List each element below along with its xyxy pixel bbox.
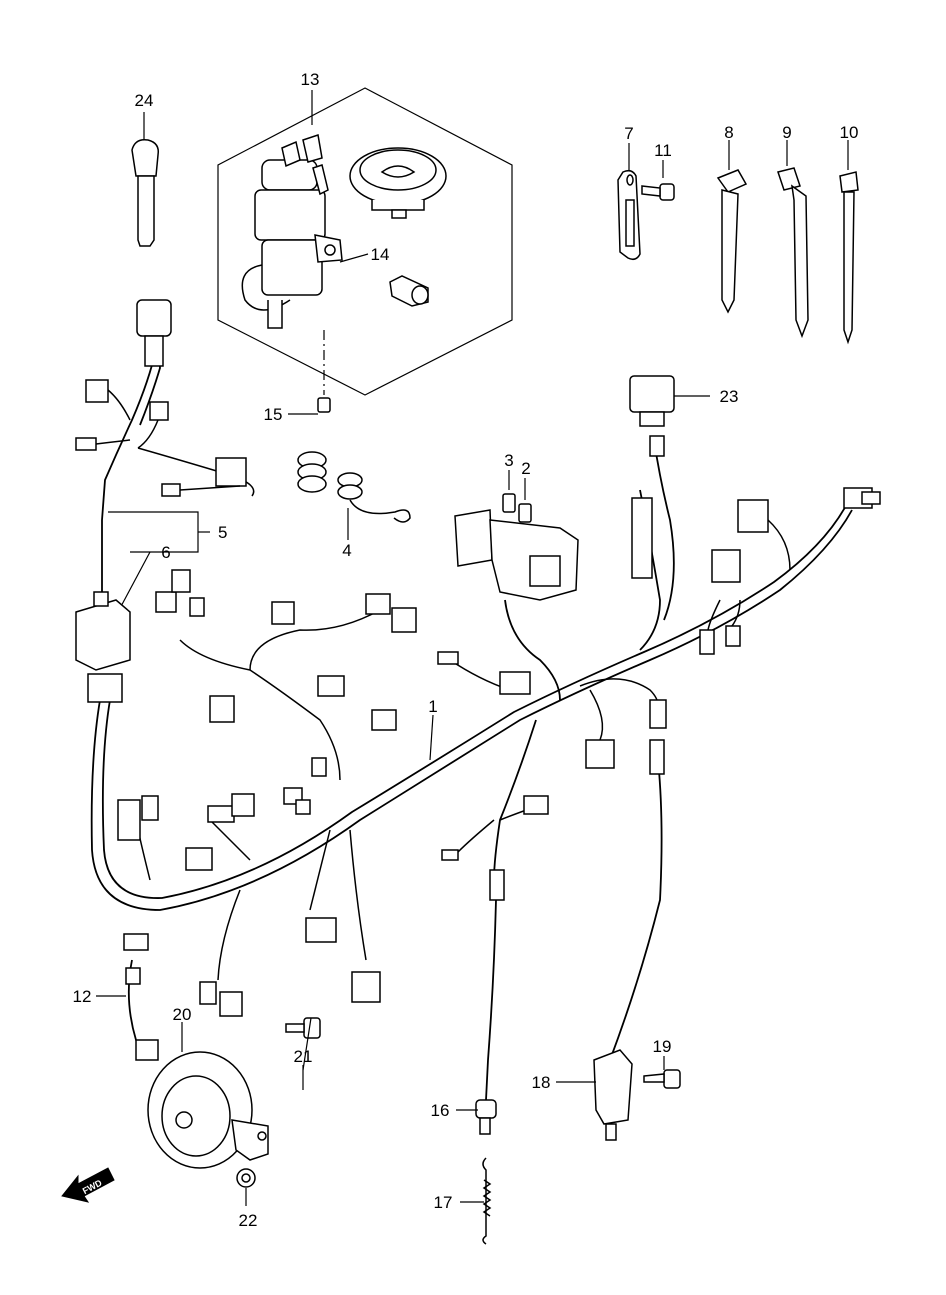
- callout-16: 16: [431, 1101, 450, 1120]
- seat-lock-cylinder: [389, 275, 429, 307]
- callout-3: 3: [504, 451, 513, 470]
- callout-24: 24: [135, 91, 154, 110]
- relay-23: [629, 375, 710, 427]
- bracket-7: [617, 143, 641, 261]
- callout-labels: 1 2 3 4 5 6 7 8 9 10 11 12 13 14 15 16 1…: [73, 70, 859, 1230]
- callout-22: 22: [239, 1211, 258, 1230]
- callout-14: 14: [371, 245, 390, 264]
- callout-12: 12: [73, 987, 92, 1006]
- horn-20: [147, 1022, 269, 1169]
- callout-19: 19: [653, 1037, 672, 1056]
- callout-13: 13: [301, 70, 320, 89]
- callout-23: 23: [720, 387, 739, 406]
- callout-17: 17: [434, 1193, 453, 1212]
- fuel-tank-cap: [349, 147, 447, 219]
- callout-8: 8: [724, 123, 733, 142]
- fuses-2-3: [502, 470, 532, 523]
- callout-7: 7: [624, 124, 633, 143]
- callout-9: 9: [782, 123, 791, 142]
- clamp-tie-8: [716, 140, 748, 314]
- callout-10: 10: [840, 123, 859, 142]
- fuse-box: [454, 509, 579, 601]
- nut-22: [236, 1168, 256, 1206]
- bolt-21: [285, 1017, 321, 1090]
- callout-5: 5: [218, 523, 227, 542]
- tie-9: [777, 140, 809, 339]
- ignition-kit-group: [217, 87, 513, 396]
- module-box: [75, 591, 131, 671]
- tie-10: [839, 140, 859, 345]
- ignition-switch: [241, 134, 343, 329]
- harness-5-6-callout: [108, 511, 210, 613]
- screw-15: [288, 330, 331, 415]
- callout-6: 6: [161, 543, 170, 562]
- callout-15: 15: [264, 405, 283, 424]
- leader-lines: [96, 253, 665, 1203]
- key-24: [131, 112, 160, 247]
- bolt-11: [641, 160, 675, 201]
- main-harness: [75, 299, 881, 1245]
- callout-20: 20: [173, 1005, 192, 1024]
- callout-21: 21: [294, 1047, 313, 1066]
- callout-11: 11: [654, 141, 672, 160]
- callout-4: 4: [342, 541, 351, 560]
- callout-18: 18: [532, 1073, 551, 1092]
- fwd-direction-marker: FWD: [61, 1167, 115, 1203]
- callout-2: 2: [521, 459, 530, 478]
- callout-1: 1: [428, 697, 437, 716]
- spring-clip-4: [297, 451, 411, 540]
